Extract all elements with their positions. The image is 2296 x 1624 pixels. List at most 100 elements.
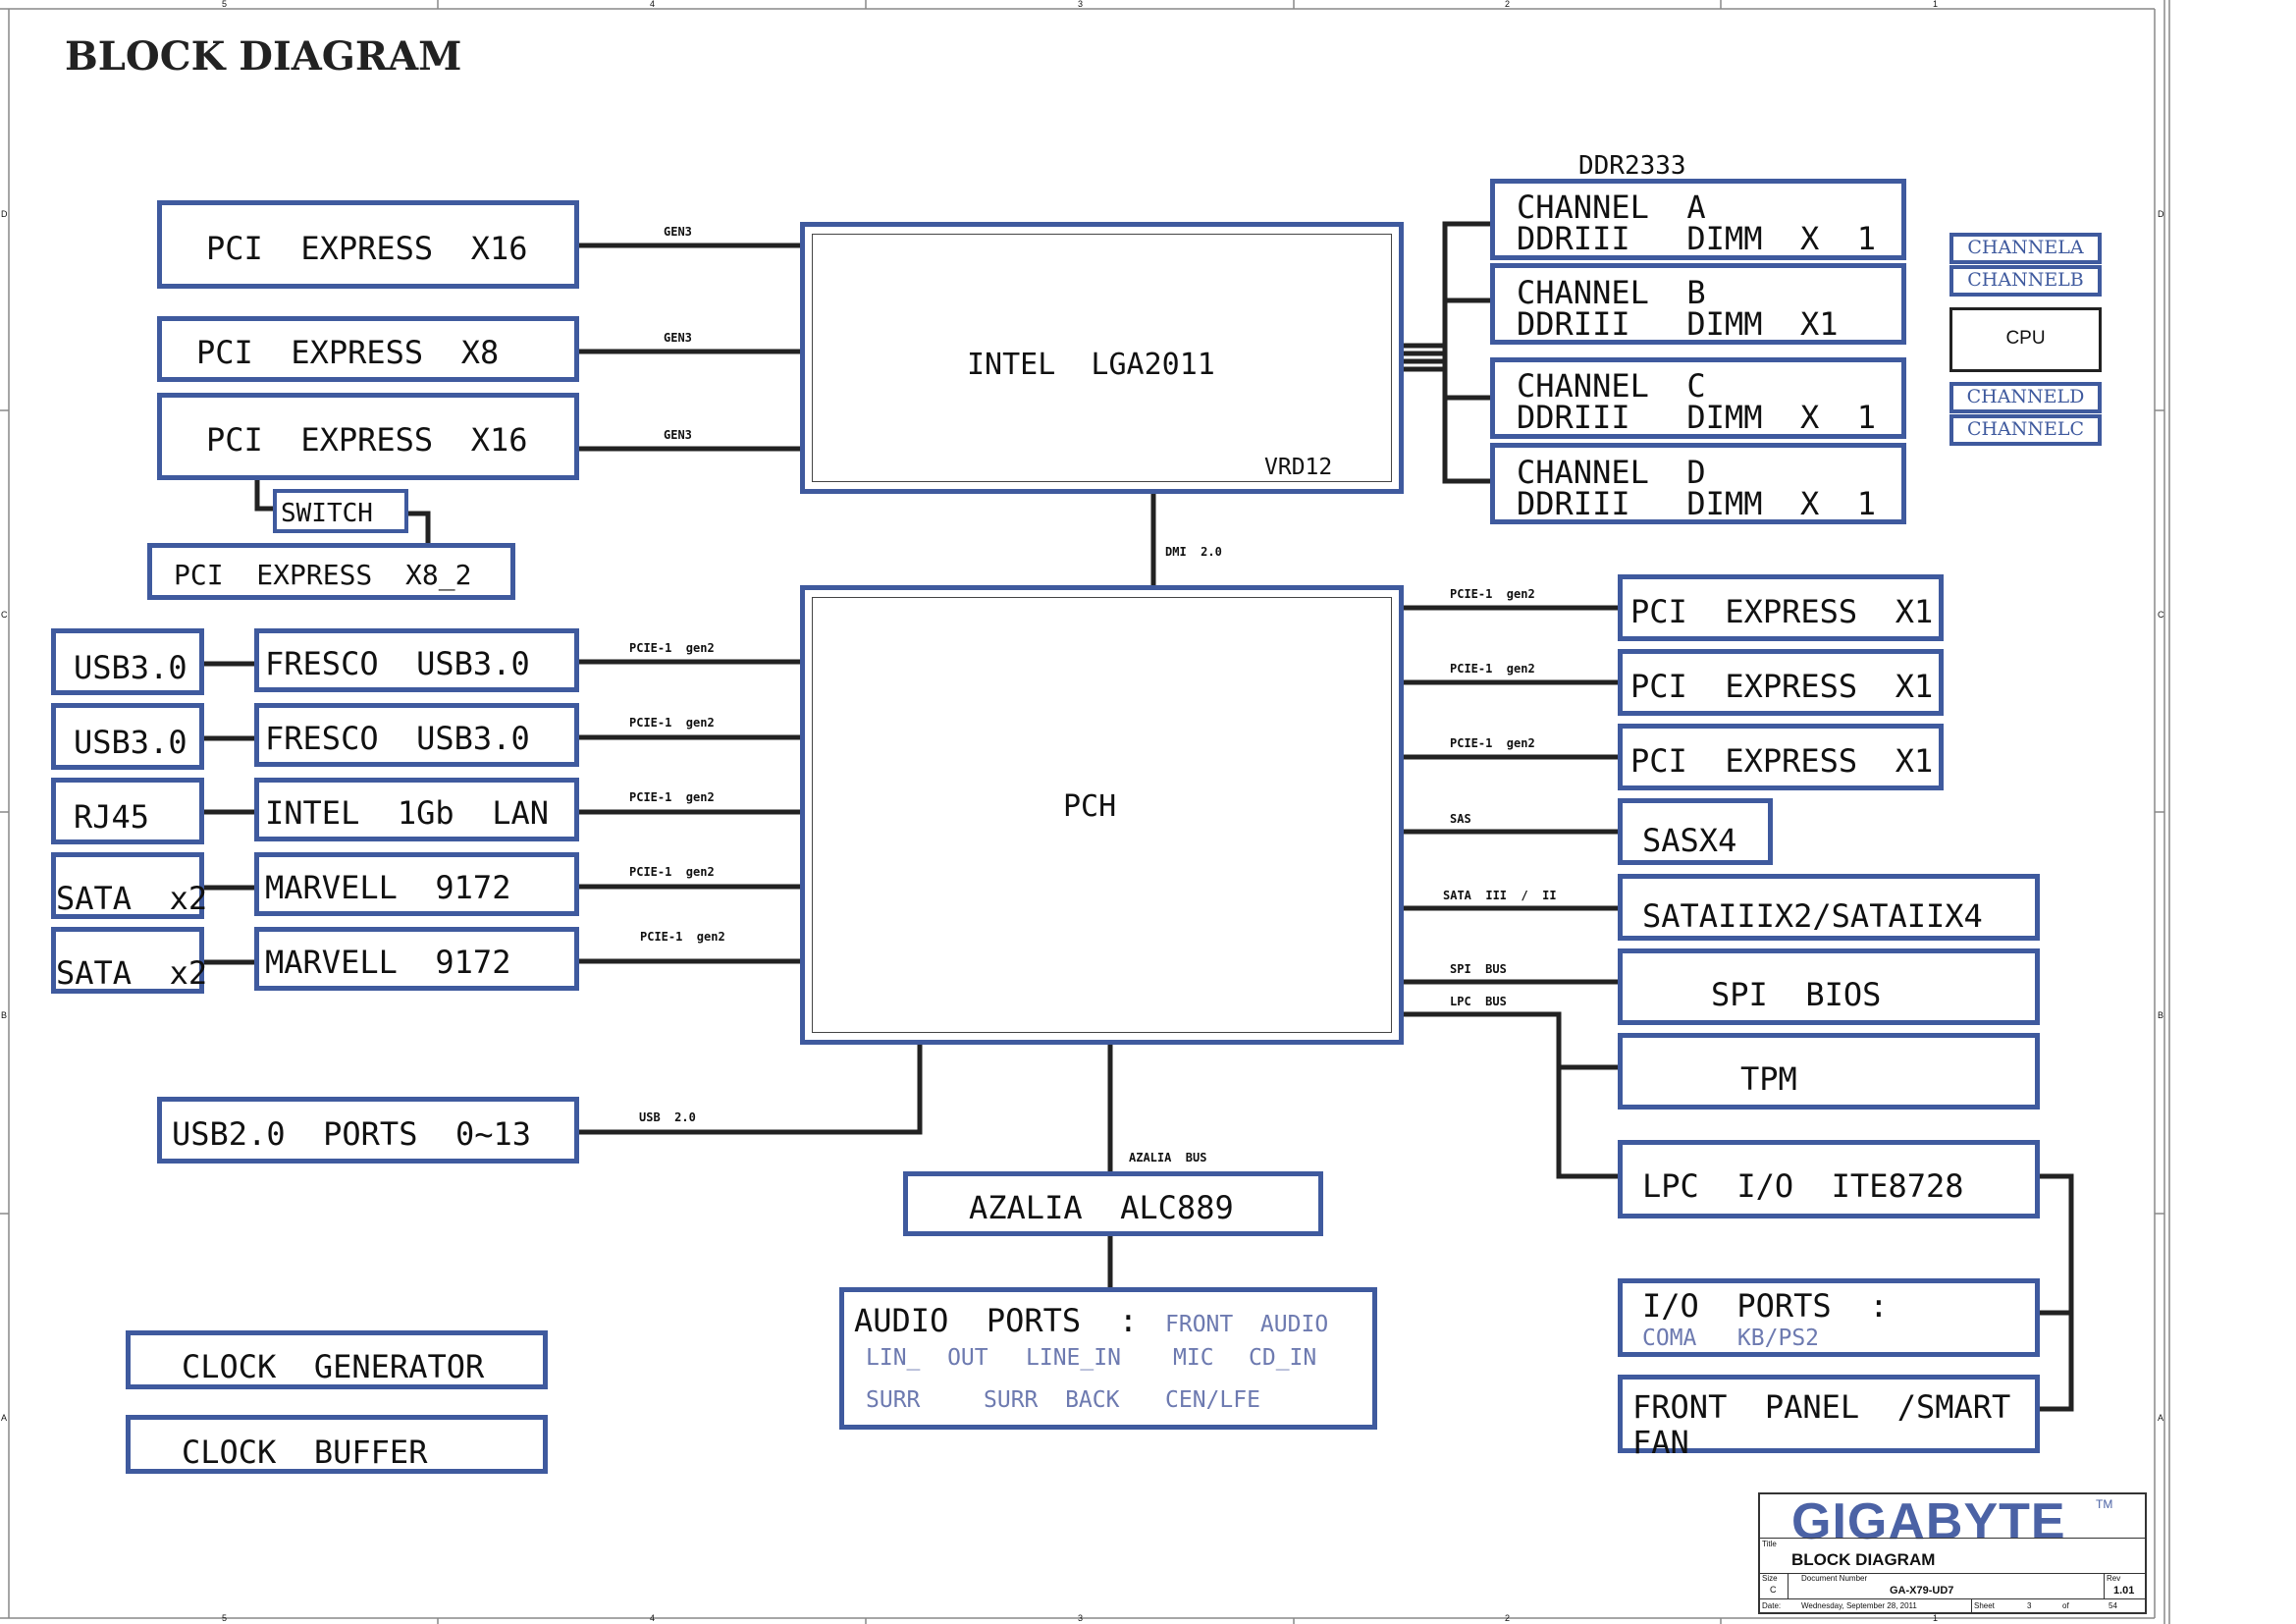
clock-generator: CLOCK GENERATOR — [126, 1330, 548, 1389]
doc-number-value: GA-X79-UD7 — [1890, 1585, 1954, 1597]
legend-channelb: CHANNELB — [1949, 265, 2102, 297]
legend-channeld: CHANNELD — [1949, 382, 2102, 413]
right-device-label: PCI EXPRESS X1 — [1630, 593, 1934, 630]
size-label: Size — [1762, 1574, 1778, 1583]
tpm-label: TPM — [1740, 1060, 1797, 1098]
sheet-label: Sheet — [1974, 1601, 1995, 1610]
rj45-port: RJ45 — [51, 778, 204, 844]
title-block: GIGABYTE TM Title BLOCK DIAGRAM Size C D… — [1758, 1492, 2147, 1614]
left-port-label: RJ45 — [74, 798, 150, 836]
date-value: Wednesday, September 28, 2011 — [1801, 1601, 1917, 1610]
clock-generator-label: CLOCK GENERATOR — [182, 1348, 485, 1385]
spi-bios: SPI BIOS — [1618, 948, 2040, 1025]
border-mark-top-3: 3 — [1078, 0, 1084, 9]
memory-channel-name: CHANNEL C — [1517, 367, 1706, 405]
left-chip-label: FRESCO USB3.0 — [265, 720, 530, 757]
audio-line-in: LINE_IN — [1026, 1345, 1121, 1371]
memory-channel-d: CHANNEL D DDRIII DIMM X 1 — [1490, 443, 1906, 524]
left-chip-bus-label: PCIE-1 gen2 — [629, 790, 715, 804]
audio-surr-back: SURR BACK — [984, 1387, 1120, 1413]
audio-cd-in: CD_IN — [1249, 1345, 1317, 1371]
cpu-block-inner — [812, 234, 1392, 482]
pcie-x1-slot-3: PCI EXPRESS X1 — [1618, 724, 1944, 790]
tpm-module: TPM — [1618, 1033, 2040, 1110]
clock-buffer: CLOCK BUFFER — [126, 1415, 548, 1474]
title-block-divider — [2104, 1573, 2105, 1598]
memory-channel-dimm: DDRIII DIMM X 1 — [1517, 220, 1877, 257]
border-mark-left-C: C — [1, 610, 8, 620]
cpu-block: INTEL LGA2011 VRD12 — [800, 222, 1404, 494]
border-mark-bottom-3: 3 — [1078, 1613, 1084, 1623]
right-device-bus-label: SATA III / II — [1443, 889, 1557, 902]
legend-channela: CHANNELA — [1949, 233, 2102, 264]
left-chip-bus-label: PCIE-1 gen2 — [640, 930, 725, 944]
border-mark-top-1: 1 — [1933, 0, 1939, 9]
border-mark-right-C: C — [2158, 610, 2164, 620]
io-ports-sub: COMA KB/PS2 — [1642, 1326, 1820, 1351]
pcie-x8-2-slot: PCI EXPRESS X8_2 — [147, 543, 515, 600]
azalia-codec: AZALIA ALC889 — [903, 1171, 1323, 1236]
audio-cen-lfe: CEN/LFE — [1165, 1387, 1260, 1413]
cpu-slot-x8: PCI EXPRESS X8 — [157, 316, 579, 382]
pcie-x1-slot-2: PCI EXPRESS X1 — [1618, 649, 1944, 716]
memory-channel-dimm: DDRIII DIMM X 1 — [1517, 399, 1877, 436]
border-mark-left-D: D — [1, 209, 8, 219]
memory-type-label: DDR2333 — [1578, 151, 1686, 181]
dmi-label: DMI 2.0 — [1165, 545, 1222, 559]
title-label: Title — [1762, 1540, 1777, 1548]
lpc-io-chip: LPC I/O ITE8728 — [1618, 1140, 2040, 1218]
doc-number-label: Document Number — [1801, 1574, 1868, 1583]
of-label: of — [2062, 1601, 2069, 1610]
size-value: C — [1770, 1585, 1777, 1595]
usb3-port-2: USB3.0 — [51, 703, 204, 770]
audio-ports-title: AUDIO PORTS : — [854, 1302, 1138, 1339]
front-panel-line2: FAN — [1632, 1424, 1689, 1461]
audio-mic: MIC — [1173, 1345, 1214, 1371]
title-block-divider — [1760, 1538, 2145, 1539]
memory-channel-b: CHANNEL B DDRIII DIMM X1 — [1490, 263, 1906, 345]
right-device-bus-label: PCIE-1 gen2 — [1450, 662, 1535, 676]
cpu-slot-label: PCI EXPRESS X16 — [206, 230, 528, 267]
title-block-divider — [1788, 1573, 1789, 1598]
right-device-label: SATAIIIX2/SATAIIX4 — [1642, 897, 1983, 935]
fresco-usb3-chip-1: FRESCO USB3.0 — [254, 628, 579, 692]
title-block-divider — [1971, 1598, 1972, 1612]
sheet-value: 3 — [2027, 1601, 2032, 1610]
date-label: Date: — [1762, 1601, 1782, 1610]
usb2-label: USB2.0 PORTS 0~13 — [172, 1115, 532, 1153]
usb2-ports: USB2.0 PORTS 0~13 — [157, 1097, 579, 1164]
cpu-slot-bus-label: GEN3 — [664, 428, 692, 442]
border-mark-top-4: 4 — [650, 0, 656, 9]
memory-channel-name: CHANNEL B — [1517, 274, 1706, 311]
lpc-io-label: LPC I/O ITE8728 — [1642, 1167, 1964, 1205]
right-device-label: SASX4 — [1642, 822, 1737, 859]
front-panel-line1: FRONT PANEL /SMART — [1632, 1388, 2011, 1426]
memory-channel-name: CHANNEL A — [1517, 189, 1706, 226]
sas-x4-controller: SASX4 — [1618, 798, 1773, 865]
border-mark-top-2: 2 — [1505, 0, 1511, 9]
right-device-bus-label: SPI BUS — [1450, 962, 1507, 976]
azalia-label: AZALIA ALC889 — [969, 1189, 1234, 1226]
cpu-label: INTEL LGA2011 — [967, 348, 1215, 382]
border-mark-left-B: B — [1, 1010, 8, 1020]
io-ports-title: I/O PORTS : — [1642, 1287, 1889, 1325]
border-mark-bottom-5: 5 — [222, 1613, 228, 1623]
front-panel-smart-fan: FRONT PANEL /SMART FAN — [1618, 1375, 2040, 1458]
usb3-port-1: USB3.0 — [51, 628, 204, 695]
sata-port-2: SATA x2 — [51, 927, 207, 994]
left-chip-bus-label: PCIE-1 gen2 — [629, 865, 715, 879]
audio-ports: AUDIO PORTS : FRONT AUDIO LIN_ OUT LINE_… — [839, 1287, 1377, 1430]
left-port-label: SATA x2 — [56, 880, 208, 917]
legend-cpu: CPU — [1949, 307, 2102, 372]
border-mark-right-D: D — [2158, 209, 2164, 219]
border-mark-bottom-1: 1 — [1933, 1613, 1939, 1623]
pcie-x1-slot-1: PCI EXPRESS X1 — [1618, 574, 1944, 641]
audio-front-label: FRONT AUDIO — [1165, 1312, 1329, 1337]
gigabyte-logo: GIGABYTE — [1791, 1493, 2066, 1550]
memory-channel-c: CHANNEL C DDRIII DIMM X 1 — [1490, 357, 1906, 439]
left-chip-label: INTEL 1Gb LAN — [265, 794, 549, 832]
vrd-label: VRD12 — [1264, 455, 1333, 480]
title-block-divider — [1760, 1598, 2145, 1599]
usb2-bus-label: USB 2.0 — [639, 1110, 696, 1124]
cpu-slot-label: PCI EXPRESS X8 — [196, 334, 500, 371]
